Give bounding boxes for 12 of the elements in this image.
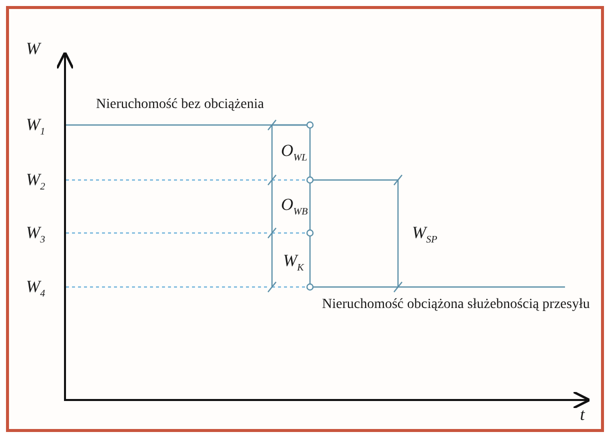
dimension-label: W$_{SP}$ [412, 224, 438, 246]
dimension-label: W$_{K}$ [283, 252, 304, 274]
curve-label: Nieruchomość obciążona służebnością przesyłu [322, 298, 590, 312]
level-label: W$_{3}$ [26, 224, 46, 246]
axis-label: W [26, 40, 40, 57]
level-label: W$_{1}$ [26, 116, 46, 138]
dimension-label: O$_{WL}$ [281, 142, 308, 164]
level-label: W$_{2}$ [26, 171, 46, 192]
level-label: W$_{4}$ [26, 278, 46, 300]
curve-label: Nieruchomość bez obciążenia [96, 98, 264, 112]
axis-label: t [580, 406, 585, 423]
dimension-label: O$_{WB}$ [281, 196, 308, 218]
